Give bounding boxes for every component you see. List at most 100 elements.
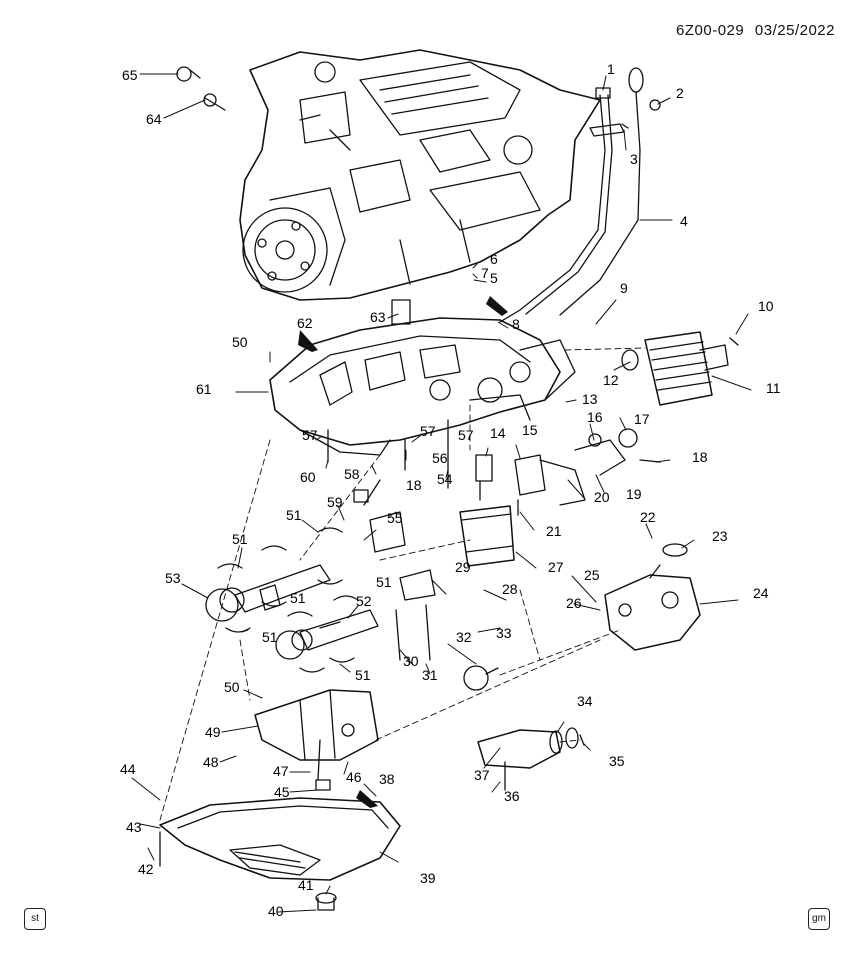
callout-4: 4 — [680, 213, 688, 229]
callout-35: 35 — [609, 753, 625, 769]
fasteners — [159, 66, 739, 867]
callout-62: 62 — [297, 315, 313, 331]
diagram-header: 6Z00-029 03/25/2022 — [670, 22, 835, 39]
callout-51: 51 — [286, 507, 302, 523]
callout-46: 46 — [346, 769, 362, 785]
callout-20: 20 — [594, 489, 610, 505]
callout-11: 11 — [766, 380, 781, 396]
callout-25: 25 — [584, 567, 600, 583]
callout-51: 51 — [355, 667, 371, 683]
balance-shafts — [205, 564, 499, 691]
callout-21: 21 — [546, 523, 562, 539]
callout-58: 58 — [344, 466, 360, 482]
oil-cooler — [621, 331, 729, 406]
diagram-id: 6Z00-029 — [676, 22, 745, 39]
callout-15: 15 — [522, 422, 538, 438]
callout-5: 5 — [490, 270, 498, 286]
arrow-62 — [298, 330, 318, 352]
callout-49: 49 — [205, 724, 221, 740]
front-cover — [604, 543, 701, 651]
callout-44: 44 — [120, 761, 136, 777]
arrow-38 — [356, 790, 378, 808]
callout-34: 34 — [577, 693, 593, 709]
callout-56: 56 — [432, 450, 448, 466]
callout-61: 61 — [196, 381, 212, 397]
gm-logo-badge: gm — [808, 908, 830, 930]
callout-51: 51 — [290, 590, 306, 606]
callout-41: 41 — [298, 877, 314, 893]
callout-19: 19 — [626, 486, 642, 502]
callout-30: 30 — [403, 653, 419, 669]
callout-16: 16 — [587, 409, 603, 425]
callout-3: 3 — [630, 151, 638, 167]
callout-9: 9 — [620, 280, 628, 296]
callout-18: 18 — [692, 449, 708, 465]
callout-24: 24 — [753, 585, 769, 601]
callout-2: 2 — [676, 85, 684, 101]
lower-oil-pan — [159, 797, 401, 911]
bearing-shells — [217, 527, 359, 673]
callout-38: 38 — [379, 771, 395, 787]
callout-23: 23 — [712, 528, 728, 544]
oil-pump — [254, 689, 379, 791]
assembly-lines — [159, 347, 646, 821]
callout-28: 28 — [502, 581, 518, 597]
oil-filter — [459, 454, 515, 567]
callout-45: 45 — [274, 784, 290, 800]
callout-47: 47 — [273, 763, 289, 779]
callout-50: 50 — [224, 679, 240, 695]
callout-42: 42 — [138, 861, 154, 877]
st-badge: st — [24, 908, 46, 930]
callout-55: 55 — [387, 510, 403, 526]
arrow-8 — [486, 296, 508, 316]
callout-1: 1 — [607, 61, 615, 77]
callout-63: 63 — [370, 309, 386, 325]
callout-31: 31 — [422, 667, 438, 683]
callout-8: 8 — [512, 316, 520, 332]
bearing-caps — [369, 511, 436, 661]
callout-40: 40 — [268, 903, 284, 919]
callout-43: 43 — [126, 819, 142, 835]
callout-65: 65 — [122, 67, 138, 83]
callout-57: 57 — [302, 427, 318, 443]
oil-pressure-valve — [514, 428, 638, 506]
oil-pickup — [477, 727, 579, 769]
callout-36: 36 — [504, 788, 520, 804]
callout-22: 22 — [640, 509, 656, 525]
callout-53: 53 — [165, 570, 181, 586]
upper-oil-pan — [269, 317, 576, 456]
callout-50: 50 — [232, 334, 248, 350]
callout-27: 27 — [548, 559, 564, 575]
callout-39: 39 — [420, 870, 436, 886]
callout-60: 60 — [300, 469, 316, 485]
callout-57: 57 — [458, 427, 474, 443]
callout-51: 51 — [262, 629, 278, 645]
callout-17: 17 — [634, 411, 650, 427]
callout-6: 6 — [490, 251, 498, 267]
callout-7: 7 — [481, 265, 489, 281]
callout-57: 57 — [420, 423, 436, 439]
callout-48: 48 — [203, 754, 219, 770]
callout-26: 26 — [566, 595, 582, 611]
callout-13: 13 — [582, 391, 598, 407]
callout-10: 10 — [758, 298, 774, 314]
leader-lines — [131, 73, 752, 913]
callout-37: 37 — [474, 767, 490, 783]
callout-33: 33 — [496, 625, 512, 641]
engine-block — [239, 49, 601, 301]
direction-arrows — [298, 296, 508, 808]
callout-14: 14 — [490, 425, 506, 441]
dipstick-assembly — [499, 67, 661, 323]
callout-32: 32 — [456, 629, 472, 645]
callout-64: 64 — [146, 111, 162, 127]
callout-59: 59 — [327, 494, 343, 510]
callout-18: 18 — [406, 477, 422, 493]
callout-51: 51 — [232, 531, 248, 547]
callout-51: 51 — [376, 574, 392, 590]
callout-54: 54 — [437, 471, 453, 487]
callout-52: 52 — [356, 593, 372, 609]
callout-29: 29 — [455, 559, 471, 575]
